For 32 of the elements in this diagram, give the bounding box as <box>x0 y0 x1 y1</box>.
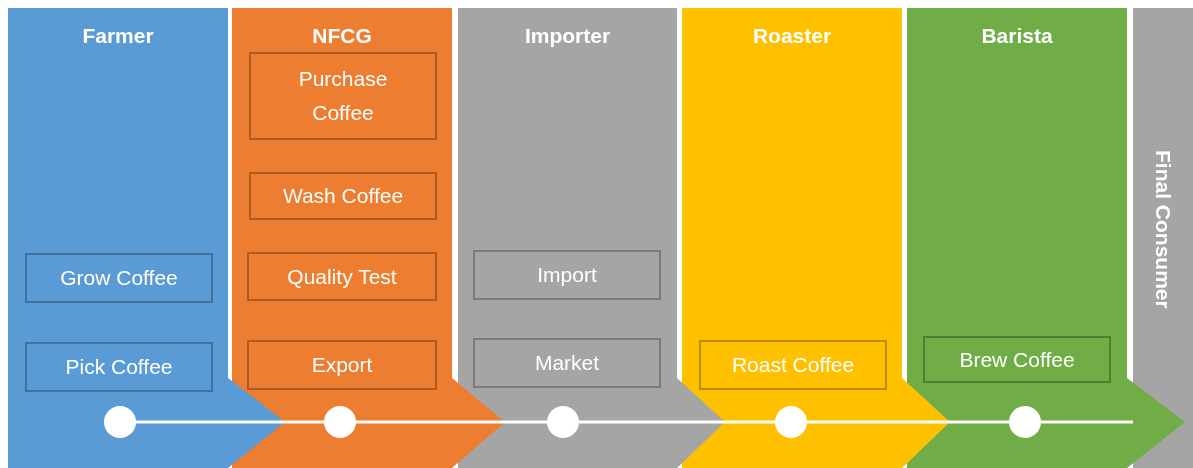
timeline-line <box>136 420 324 424</box>
lane-title: Roaster <box>751 24 833 48</box>
lane-title: Farmer <box>81 24 155 48</box>
lane-title: NFCG <box>311 24 373 48</box>
task-box: Roast Coffee <box>699 340 887 390</box>
task-box: Purchase Coffee <box>249 52 437 140</box>
lane-title: Importer <box>523 24 612 48</box>
timeline-line <box>579 420 775 424</box>
task-box: Quality Test <box>247 252 437 301</box>
milestone-dot <box>1009 406 1041 438</box>
task-box: Wash Coffee <box>249 172 437 220</box>
task-box: Pick Coffee <box>25 342 213 392</box>
timeline-line <box>1041 420 1133 424</box>
stage-lane <box>8 8 285 468</box>
task-box: Grow Coffee <box>25 253 213 303</box>
task-box: Brew Coffee <box>923 336 1111 383</box>
task-box: Market <box>473 338 661 388</box>
stage-lane <box>458 8 725 468</box>
task-box: Export <box>247 340 437 390</box>
milestone-dot <box>775 406 807 438</box>
task-box: Import <box>473 250 661 300</box>
lane-title: Final Consumer <box>1151 150 1175 309</box>
stage-lane <box>232 8 505 468</box>
consumer-lane <box>1133 8 1193 468</box>
milestone-dot <box>324 406 356 438</box>
stage-lane <box>682 8 950 468</box>
milestone-dot <box>547 406 579 438</box>
timeline-line <box>356 420 547 424</box>
timeline-line <box>807 420 1009 424</box>
milestone-dot <box>104 406 136 438</box>
lane-title: Barista <box>980 24 1054 48</box>
stage-lane <box>907 8 1185 468</box>
